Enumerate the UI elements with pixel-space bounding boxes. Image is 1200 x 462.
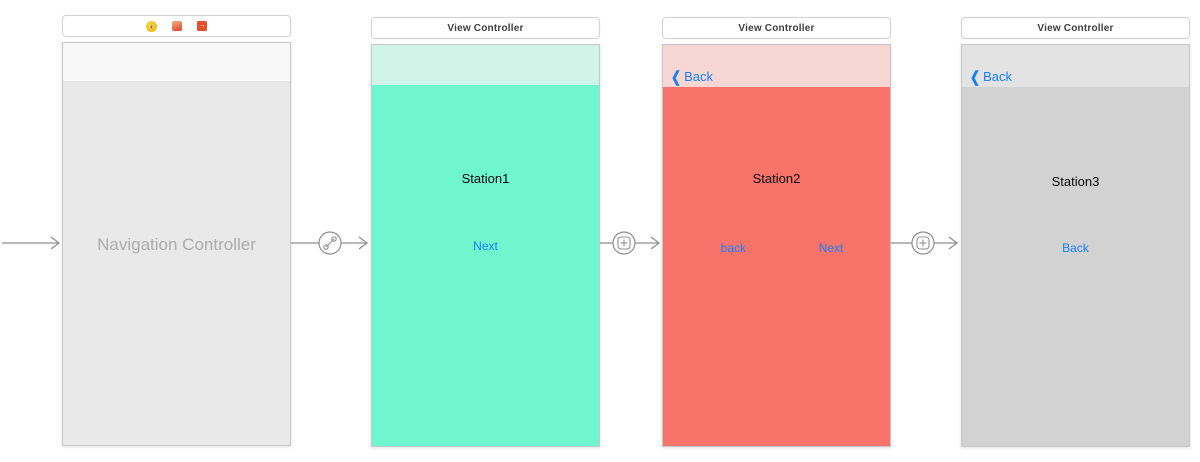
station3-label: Station3	[1051, 174, 1100, 189]
nav-back-button[interactable]: ❮ Back	[671, 67, 713, 86]
scene-title-label: View Controller	[447, 22, 524, 34]
back-chevron-icon: ❮	[970, 67, 981, 86]
first-responder-icon[interactable]	[172, 21, 182, 31]
storyboard-entry-arrow[interactable]	[2, 236, 61, 250]
view-controller-scene-station2[interactable]: ❮ Back Station2 back Next	[662, 44, 891, 447]
station2-label: Station2	[752, 171, 801, 186]
nav-back-label: Back	[983, 69, 1012, 84]
view-controller-scene-station1[interactable]: Station1 Next	[371, 44, 600, 447]
next-button[interactable]: Next	[473, 239, 498, 253]
navigation-controller-label: Navigation Controller	[97, 235, 256, 254]
nav-back-label: Back	[684, 69, 713, 84]
view-controller-title-bar-1[interactable]: View Controller	[371, 17, 600, 39]
back-button[interactable]: Back	[1062, 241, 1089, 255]
view-controller-icon[interactable]: ‹	[146, 20, 157, 32]
back-button[interactable]: back	[720, 241, 747, 255]
show-segue-icon	[916, 236, 930, 250]
navigation-bar-placeholder	[63, 43, 290, 82]
relationship-segue-arrow[interactable]	[291, 231, 369, 255]
scene-title-label: View Controller	[1037, 22, 1114, 34]
navigation-bar	[372, 45, 599, 85]
exit-icon[interactable]: →	[197, 21, 207, 31]
station1-label: Station1	[461, 171, 510, 186]
navigation-bar	[962, 45, 1189, 87]
nav-controller-scene-dock[interactable]: ‹ →	[62, 15, 291, 37]
relationship-link-icon	[323, 236, 337, 250]
navigation-bar	[663, 45, 890, 87]
scene-title-label: View Controller	[738, 22, 815, 34]
navigation-controller-scene[interactable]: Navigation Controller	[62, 42, 291, 446]
nav-back-button[interactable]: ❮ Back	[970, 67, 1012, 86]
view-controller-scene-station3[interactable]: ❮ Back Station3 Back	[961, 44, 1190, 447]
show-segue-icon	[617, 236, 631, 250]
show-segue-arrow-2[interactable]	[891, 231, 959, 255]
back-chevron-icon: ❮	[671, 67, 682, 86]
show-segue-arrow-1[interactable]	[600, 231, 661, 255]
view-controller-title-bar-3[interactable]: View Controller	[961, 17, 1190, 39]
view-controller-title-bar-2[interactable]: View Controller	[662, 17, 891, 39]
next-button[interactable]: Next	[818, 241, 844, 255]
scene-dock-icons: ‹ →	[146, 20, 207, 32]
